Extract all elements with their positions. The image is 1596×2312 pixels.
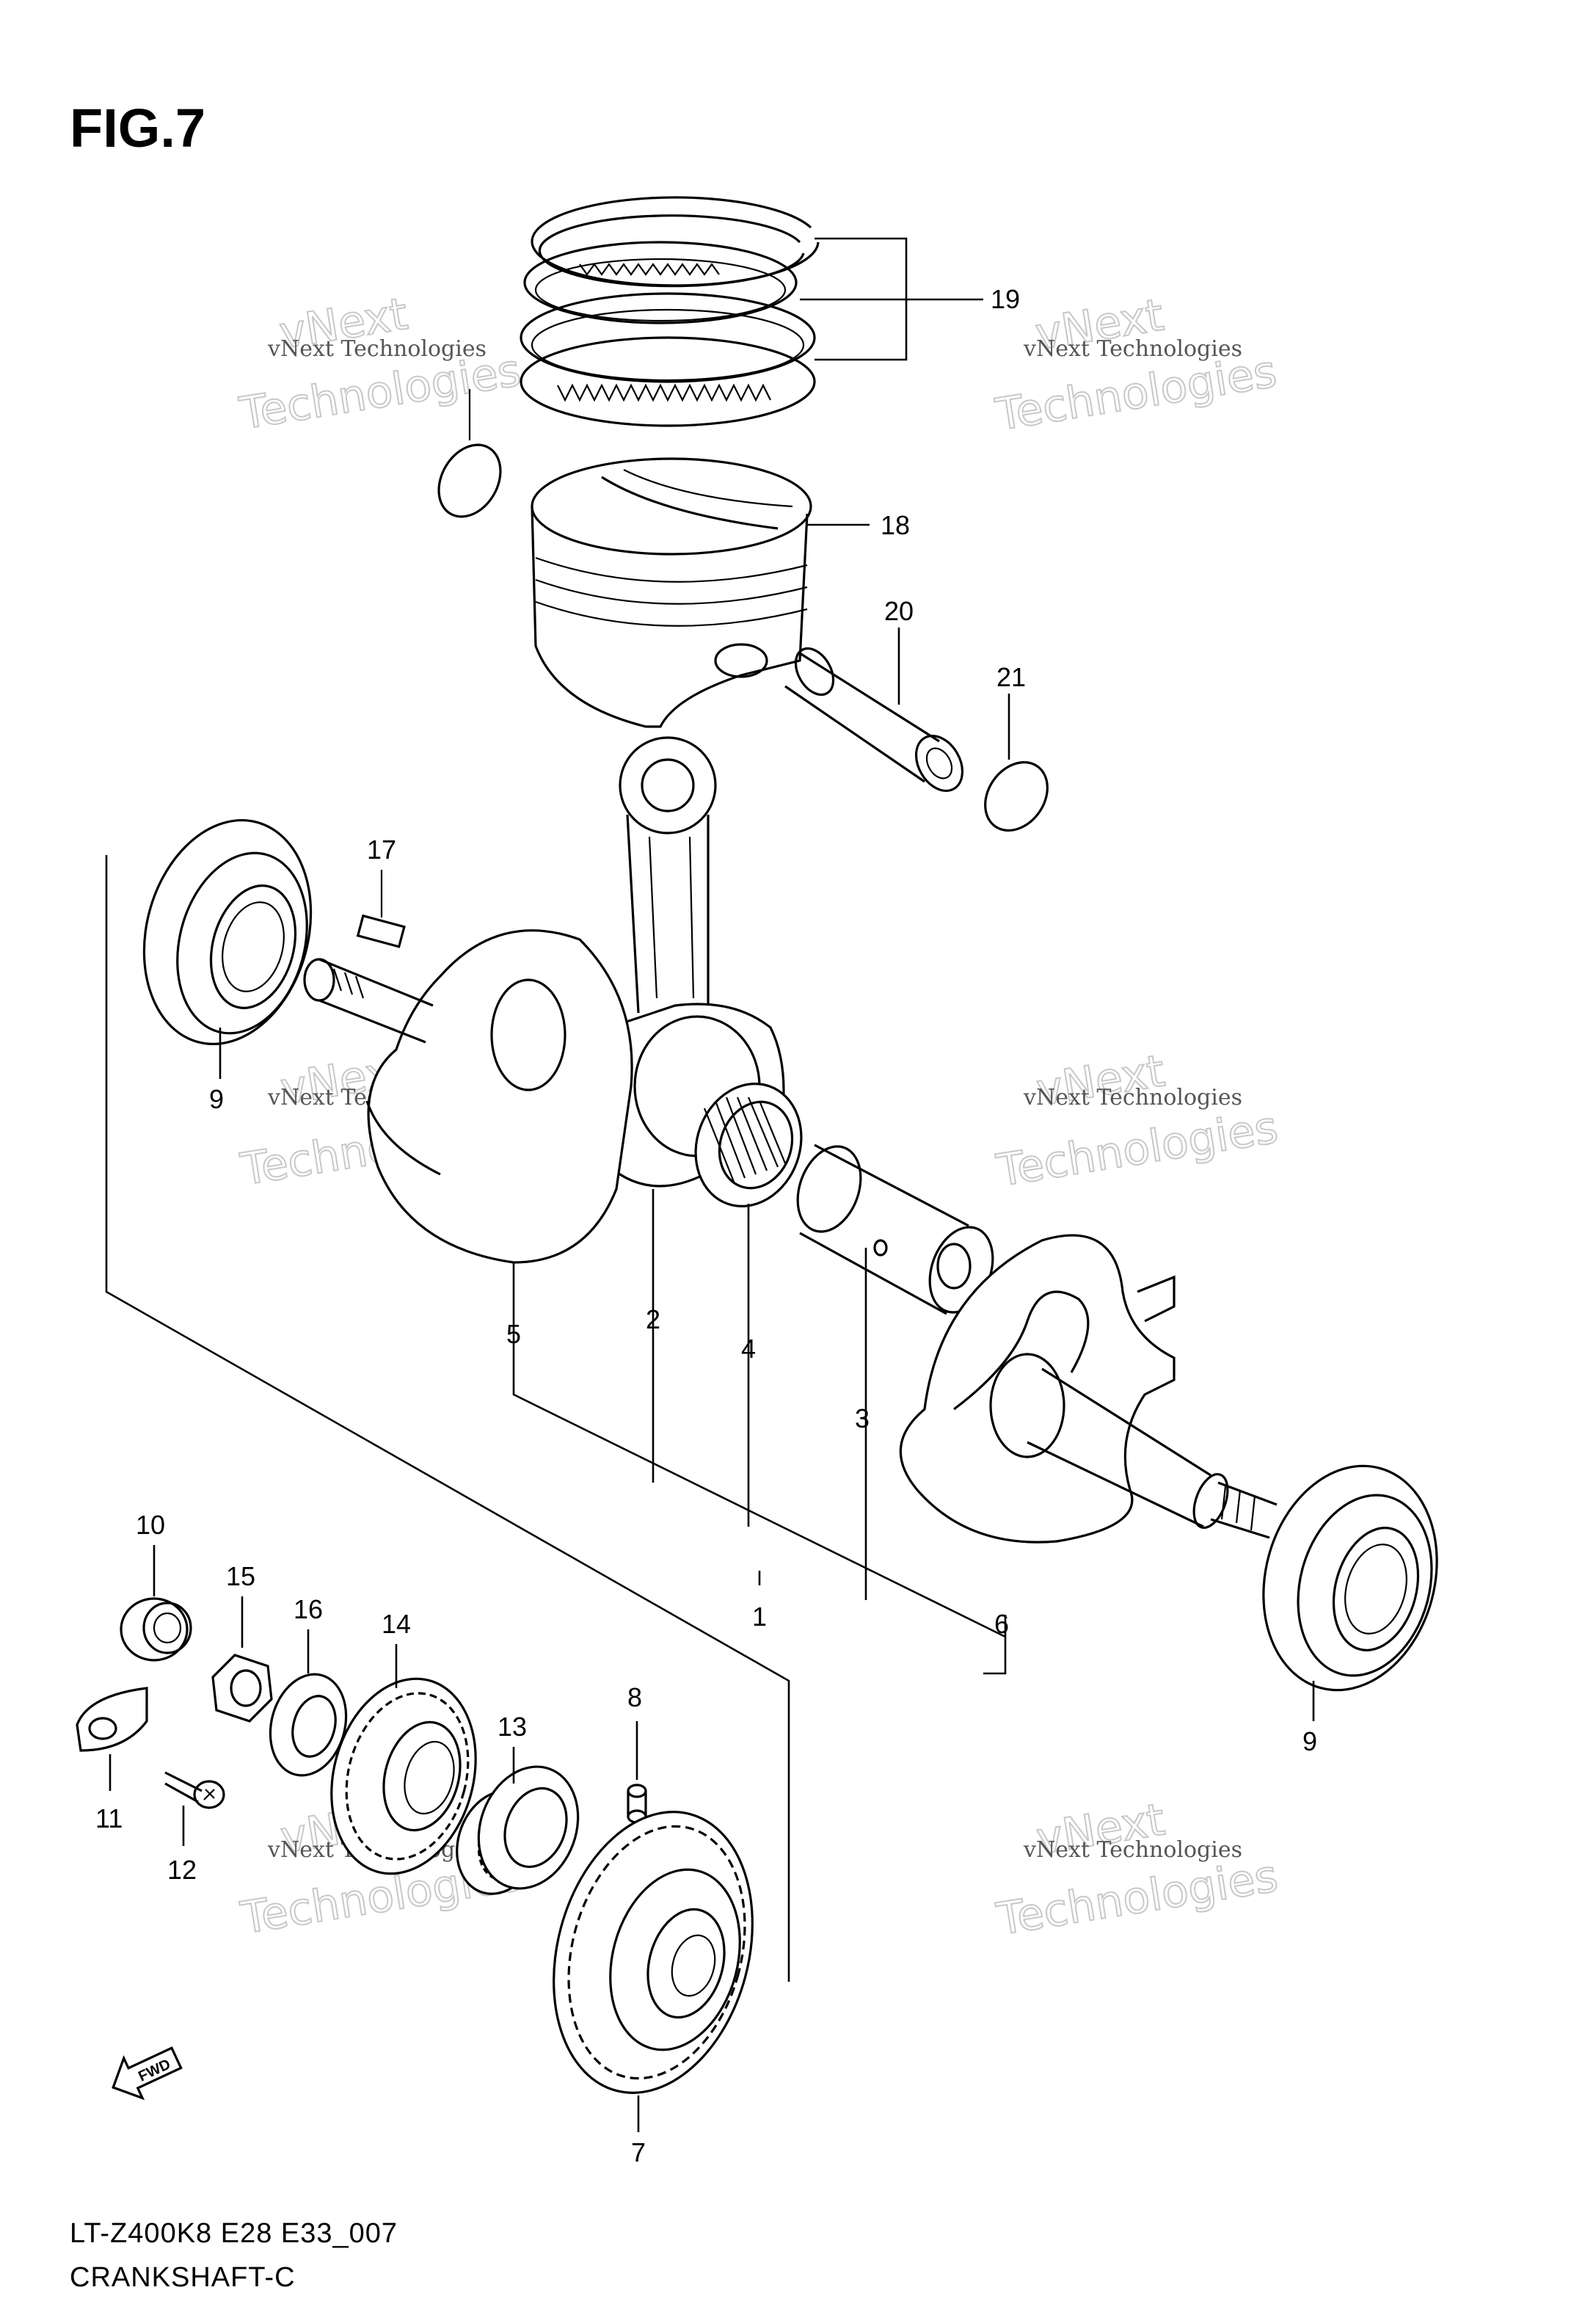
crank-pin bbox=[796, 1144, 994, 1315]
bearing-left bbox=[142, 818, 313, 1046]
watermark-big-2: Technologies bbox=[993, 1102, 1281, 1197]
watermark-small: vNext Technologies bbox=[1023, 1085, 1242, 1110]
piston-pin bbox=[784, 647, 964, 792]
callout-20: 20 bbox=[884, 596, 914, 626]
callout-12: 12 bbox=[167, 1855, 197, 1885]
callout-10: 10 bbox=[136, 1510, 165, 1540]
callout-15: 15 bbox=[226, 1561, 255, 1591]
callout-19: 19 bbox=[991, 284, 1020, 314]
primary-drive-gear bbox=[330, 1677, 477, 1875]
callout-3: 3 bbox=[855, 1403, 870, 1433]
bearing-right bbox=[1262, 1464, 1438, 1692]
footer-section-name: CRANKSHAFT-C bbox=[70, 2262, 296, 2293]
callout-14: 14 bbox=[382, 1609, 411, 1639]
callout-2: 2 bbox=[646, 1304, 660, 1334]
crankshaft-right-shaft bbox=[1027, 1367, 1278, 1539]
piston-rings bbox=[520, 196, 820, 427]
crank-web-left bbox=[365, 929, 633, 1264]
callout-7: 7 bbox=[631, 2137, 646, 2167]
washer bbox=[269, 1673, 348, 1777]
needle-bearing bbox=[694, 1083, 803, 1207]
plate bbox=[76, 1687, 148, 1752]
callout-8: 8 bbox=[627, 1682, 642, 1712]
callout-17: 17 bbox=[367, 835, 396, 865]
one-way-bearing bbox=[456, 1765, 580, 1895]
bushing bbox=[120, 1597, 192, 1662]
footer-model-code: LT-Z400K8 E28 E33_007 bbox=[70, 2218, 398, 2249]
piston-pin-circlip-left bbox=[437, 443, 502, 518]
callout-16: 16 bbox=[294, 1594, 323, 1624]
leader-19 bbox=[800, 237, 983, 361]
piston-pin-circlip-right bbox=[984, 761, 1049, 832]
callout-18: 18 bbox=[881, 510, 910, 540]
callout-4: 4 bbox=[741, 1334, 756, 1364]
callout-9-right: 9 bbox=[1302, 1726, 1317, 1756]
crankshaft-left-shaft bbox=[303, 958, 434, 1044]
callout-9-left: 9 bbox=[209, 1084, 224, 1114]
watermark-big-2: Technologies bbox=[993, 1850, 1281, 1946]
assembly-bracket-1 bbox=[105, 855, 1007, 1982]
callout-21: 21 bbox=[996, 662, 1026, 692]
crankshaft-key bbox=[356, 914, 406, 948]
watermark-small: vNext Technologies bbox=[1023, 336, 1242, 362]
callout-6: 6 bbox=[994, 1609, 1009, 1639]
dowel-pin bbox=[627, 1784, 647, 1824]
piston bbox=[531, 457, 812, 728]
figure-title: FIG.7 bbox=[70, 98, 205, 159]
crank-web-right bbox=[899, 1234, 1176, 1544]
callout-13: 13 bbox=[498, 1712, 527, 1742]
watermark-small: vNext Technologies bbox=[267, 336, 487, 362]
callout-11: 11 bbox=[95, 1803, 123, 1833]
screw bbox=[164, 1771, 225, 1809]
callout-5: 5 bbox=[506, 1319, 521, 1349]
callout-1: 1 bbox=[752, 1602, 767, 1632]
crankshaft-gear bbox=[553, 1811, 754, 2094]
nut bbox=[211, 1654, 273, 1723]
watermark-small: vNext Technologies bbox=[1023, 1837, 1242, 1863]
watermark-mid-right: vNext Technologies bbox=[992, 1044, 1282, 1197]
fwd-arrow-icon: FWD bbox=[112, 2046, 183, 2101]
